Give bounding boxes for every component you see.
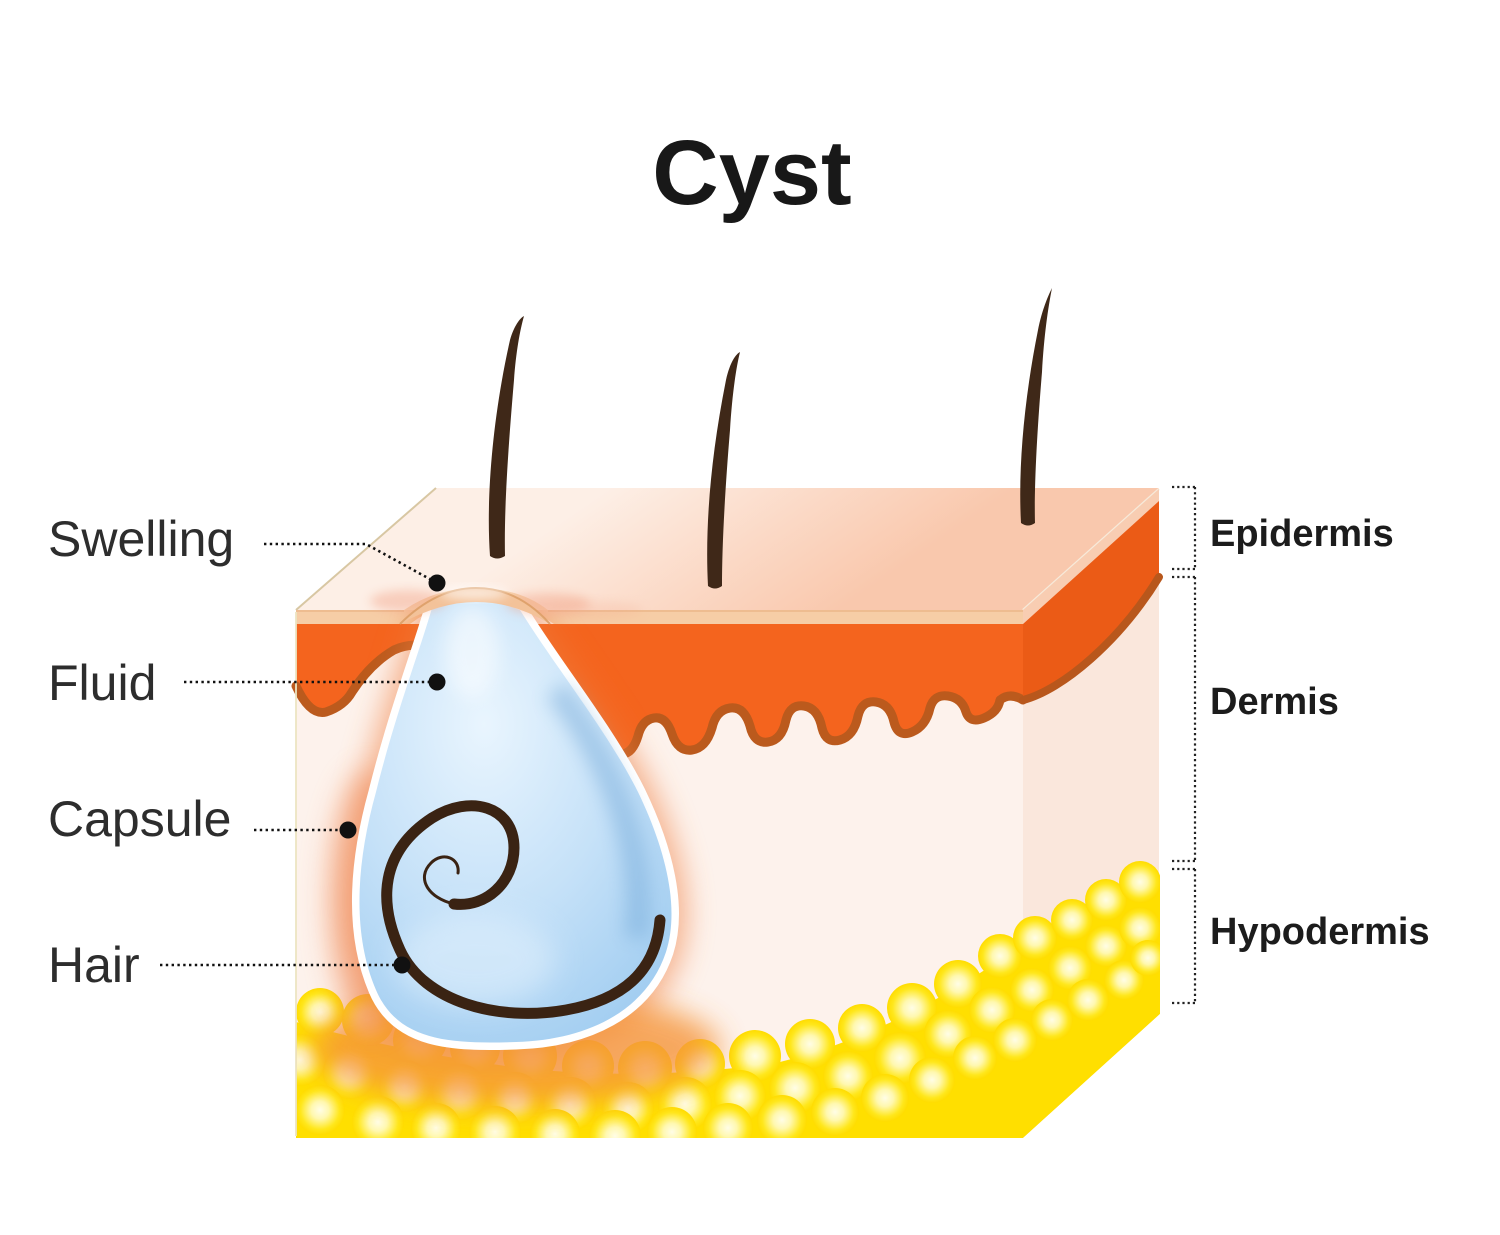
callout-capsule-dot [339, 821, 357, 839]
layer-brackets: Epidermis Dermis Hypodermis [1172, 485, 1430, 1005]
callouts: Swelling Fluid Capsule Hair [48, 511, 446, 993]
surface-hairs [488, 288, 1052, 589]
orange-dermis-band-side [1023, 501, 1159, 700]
orange-dermis-bottom-border-side [1019, 573, 1163, 704]
layer-label-dermis: Dermis [1210, 681, 1339, 723]
layer-label-hypodermis: Hypodermis [1210, 911, 1430, 953]
cyst-neck-highlight [445, 606, 499, 698]
cyst-group [310, 593, 720, 1106]
cyst-bottom-highlight [395, 914, 555, 1006]
cyst-inner-shadow [546, 682, 651, 940]
diagram-title: Cyst [652, 122, 851, 224]
swelling-bump [370, 586, 643, 625]
callout-fluid-dot [428, 673, 446, 691]
dermis-bracket [1172, 575, 1197, 863]
epidermis-band-side [1023, 489, 1159, 624]
hypodermis-bracket [1172, 867, 1197, 1005]
hair-strand-1 [488, 316, 524, 559]
top-face-left-edge [295, 487, 437, 611]
bump-crest-highlight [440, 587, 508, 599]
layer-label-epidermis: Epidermis [1210, 513, 1394, 555]
callout-capsule-label: Capsule [48, 791, 231, 847]
callout-fluid-label: Fluid [48, 655, 156, 711]
callout-hair-dot [393, 956, 411, 974]
callout-swelling-dot [428, 574, 446, 592]
coiled-hair [381, 800, 666, 1019]
callout-hair-label: Hair [48, 937, 140, 993]
bump-blush-wide [533, 601, 643, 619]
hair-strand-3 [1020, 288, 1052, 526]
epidermis-top-face [296, 488, 1159, 610]
hair-strand-2 [707, 352, 740, 589]
callout-swelling-label: Swelling [48, 511, 234, 567]
epidermis-bracket [1172, 485, 1197, 571]
